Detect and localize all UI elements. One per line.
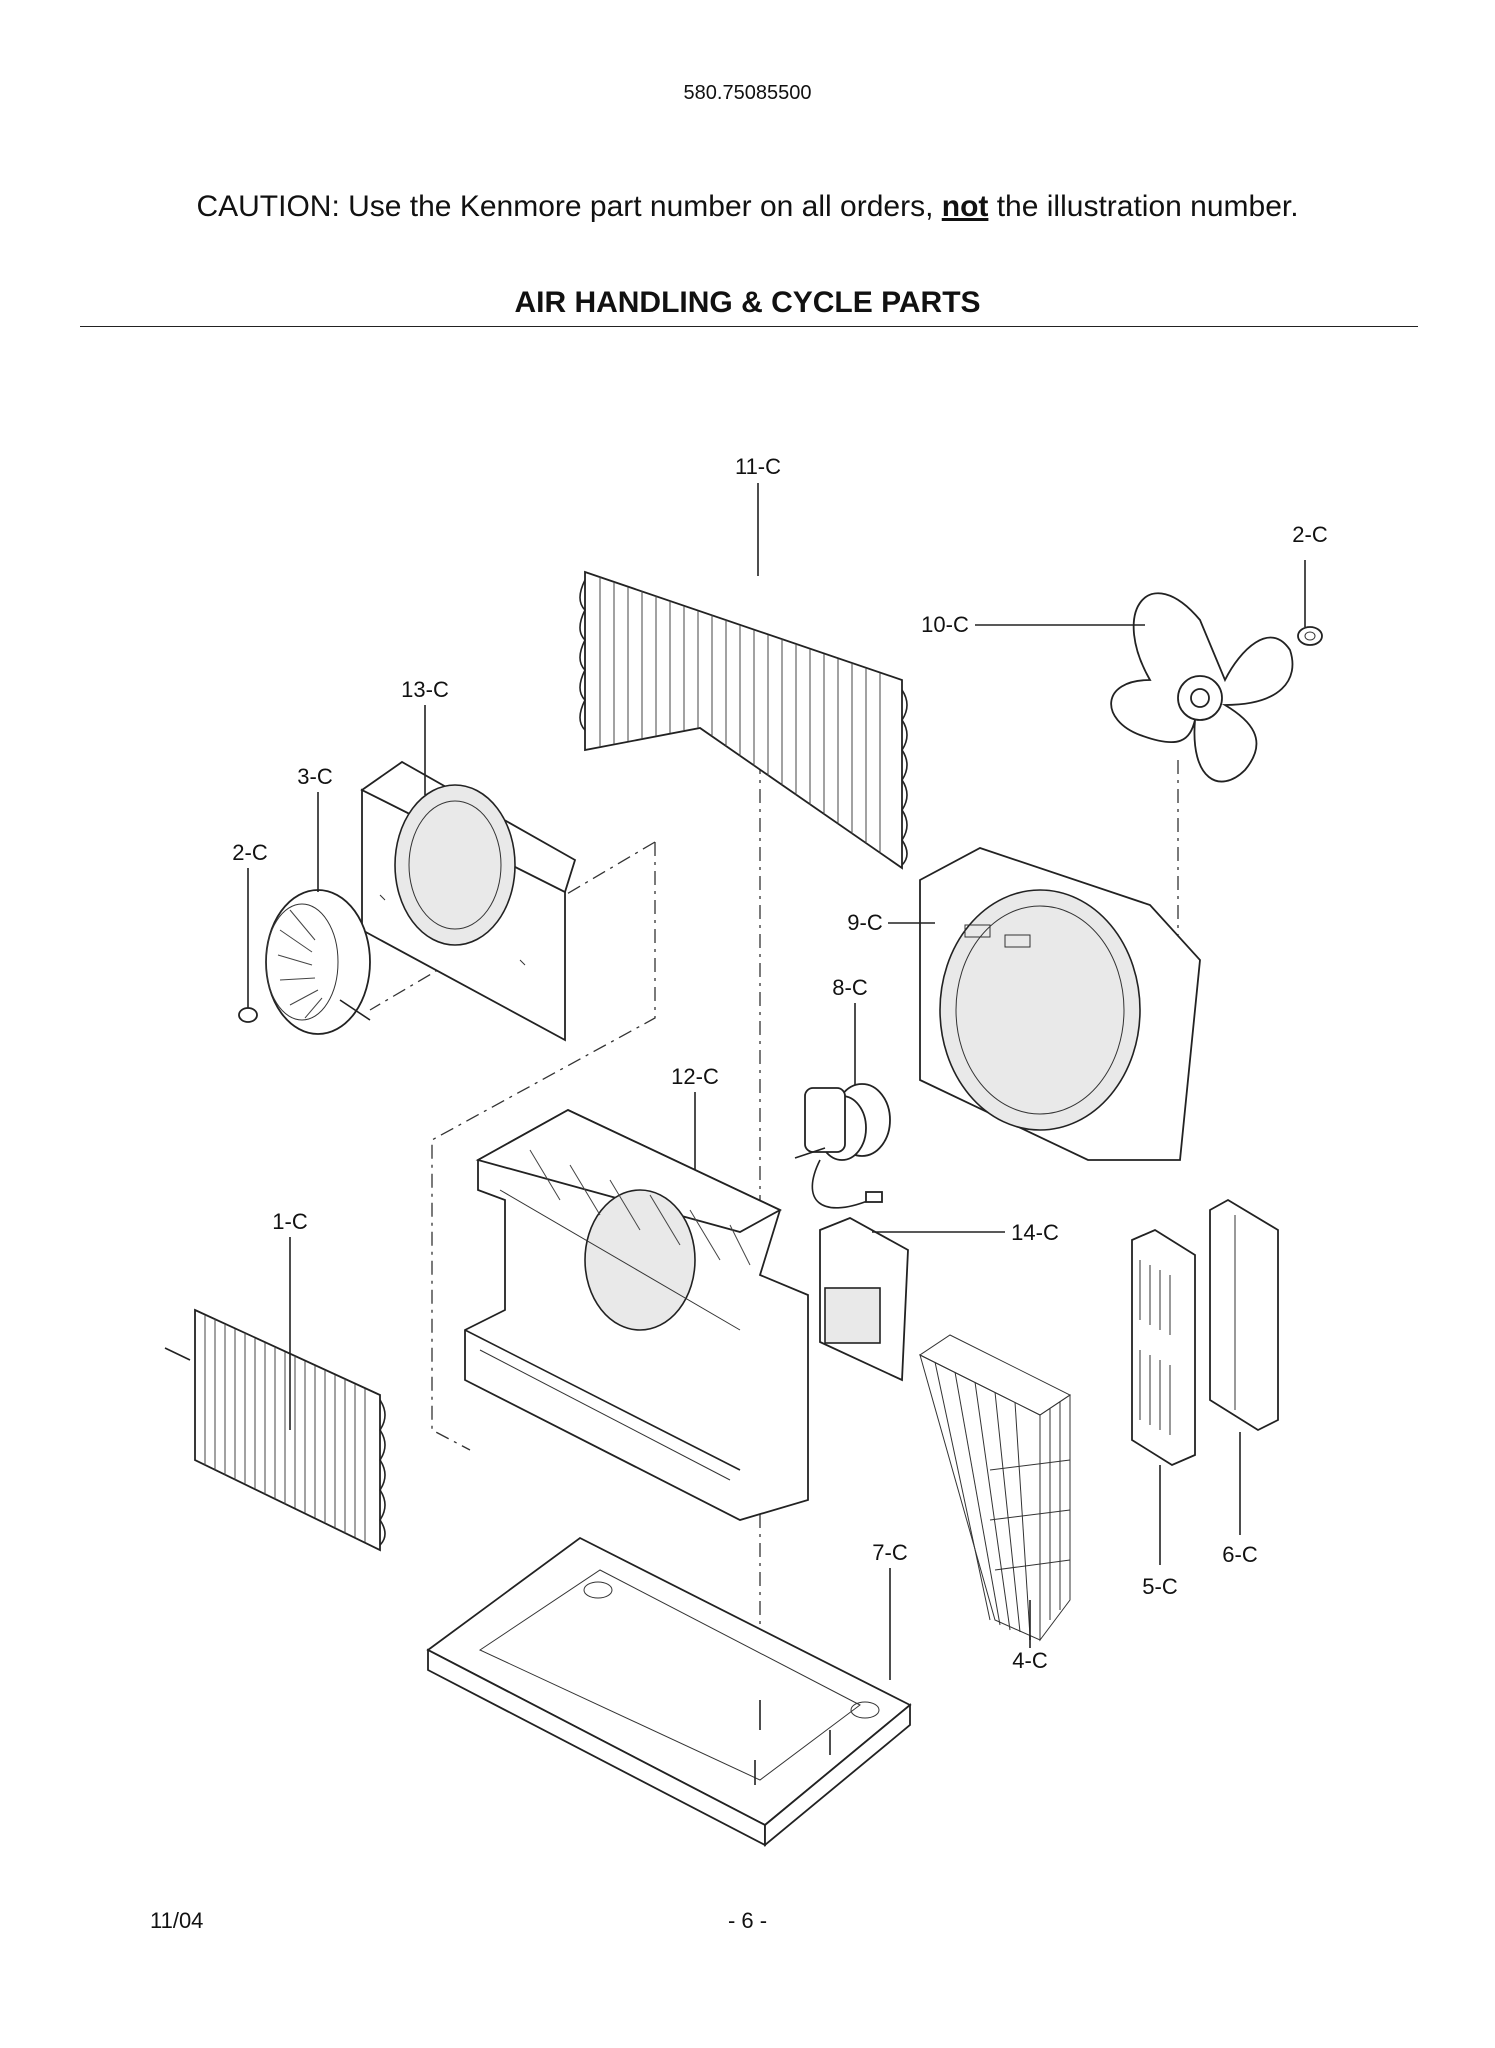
label-1-c: 1-C: [272, 1209, 308, 1234]
label-7-c: 7-C: [872, 1540, 908, 1565]
fan-clip-left: [238, 1007, 258, 1023]
evaporator-housing: [464, 1108, 809, 1521]
label-6-c: 6-C: [1222, 1542, 1258, 1567]
label-12-c: 12-C: [671, 1064, 719, 1089]
wire-guard: [919, 1334, 1071, 1642]
label-10-c: 10-C: [921, 612, 969, 637]
model-number: 580.75085500: [683, 82, 812, 104]
caution-emphasis: not: [941, 190, 989, 223]
orifice-shroud: [360, 760, 577, 1042]
side-channel: [1209, 1198, 1279, 1432]
label-4-c: 4-C: [1012, 1648, 1048, 1673]
caution-text-start: CAUTION: Use the Kenmore part number on …: [196, 190, 942, 223]
footer-date: 11/04: [150, 1908, 204, 1933]
blower-wheel: [265, 889, 371, 1035]
base-pan: [426, 1536, 912, 1847]
condenser-coil: [164, 1308, 386, 1552]
control-bracket: [819, 1217, 909, 1382]
fan-clip-right: [1297, 626, 1323, 646]
page-number: - 6 -: [727, 1908, 768, 1933]
label-2-c-left: 2-C: [232, 840, 268, 865]
leader-lines: [247, 483, 1306, 1680]
evaporator-coil: [579, 570, 908, 870]
label-2-c-right: 2-C: [1292, 522, 1328, 547]
condenser-shroud: [919, 847, 1201, 1161]
condenser-fan-blade: [1110, 592, 1294, 783]
section-title: AIR HANDLING & CYCLE PARTS: [514, 286, 981, 319]
label-13-c: 13-C: [401, 677, 449, 702]
fan-motor: [794, 1083, 891, 1209]
label-11-c: 11-C: [735, 454, 781, 479]
louver-panel: [1131, 1228, 1196, 1467]
caution-text-end: the illustration number.: [988, 190, 1299, 223]
title-divider: [80, 326, 1418, 327]
label-14-c: 14-C: [1011, 1220, 1059, 1245]
label-3-c: 3-C: [297, 764, 333, 789]
label-9-c: 9-C: [847, 910, 883, 935]
label-8-c: 8-C: [832, 975, 868, 1000]
caution-note: CAUTION: Use the Kenmore part number on …: [0, 190, 1495, 224]
label-5-c: 5-C: [1142, 1574, 1178, 1599]
